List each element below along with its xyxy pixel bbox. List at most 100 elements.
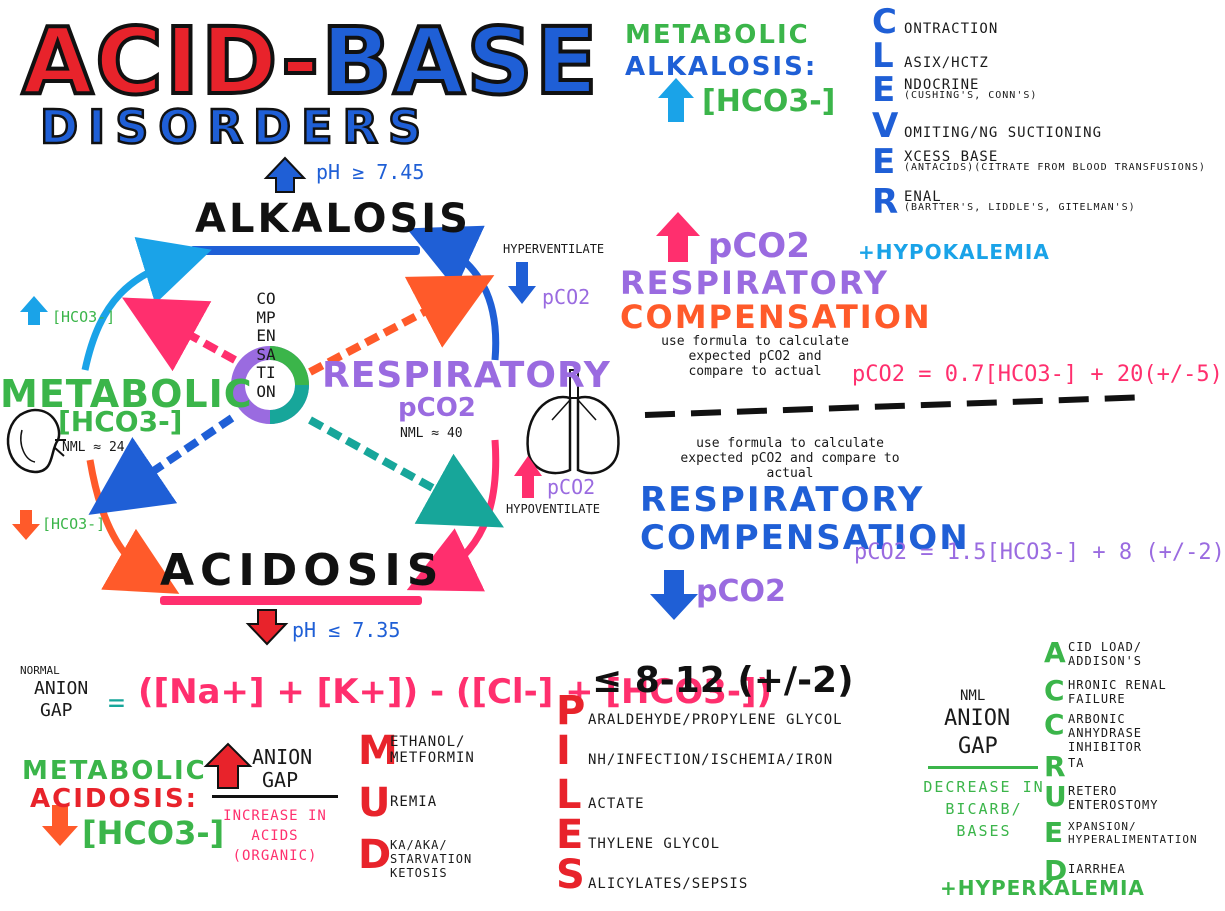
- compensation-vertical-label: COMPENSATION: [256, 289, 276, 401]
- acid-hco3-down-arrow: [42, 805, 78, 846]
- mnemonic-row: DKA/AKA/ STARVATION KETOSIS: [358, 832, 473, 880]
- comp-arrow-downright: [308, 416, 504, 528]
- lungs-icon: [526, 369, 620, 475]
- anion-gap-small-label: NORMAL: [20, 664, 60, 677]
- metabolic-marker: [HCO3-]: [58, 405, 183, 438]
- acid-formula-note: use formula to calculate expected pCO2 a…: [680, 436, 900, 481]
- acidosis-label: ACIDOSIS: [160, 545, 445, 596]
- acid-heading-line2: ACIDOSIS:: [30, 784, 199, 814]
- comp-arrow-upright: [308, 275, 495, 376]
- acid-resp-comp-line1: RESPIRATORY: [640, 480, 925, 520]
- resp-comp-down-arrow: [650, 570, 698, 620]
- increased-gap-line2: GAP: [262, 768, 299, 792]
- pco2-down-label: pCO2: [542, 285, 591, 309]
- hco3-up-label: [HCO3-]: [52, 308, 116, 326]
- anion-gap-line1: ANION: [34, 678, 89, 699]
- alk-hco3-up-arrow: [658, 78, 694, 122]
- metabolic-to-alkalosis-arrow: [81, 236, 212, 371]
- ph-low-label: pH ≤ 7.35: [292, 618, 401, 642]
- anion-gap-value: ≤ 8-12 (+/-2): [592, 660, 854, 701]
- anion-gap-underline: [212, 795, 338, 798]
- metabolic-label: METABOLIC: [0, 372, 253, 416]
- mnemonic-row: DIARRHEA: [1044, 854, 1126, 887]
- mud-mnemonic: METHANOL/ METFORMIN UREMIA DKA/AKA/ STAR…: [358, 728, 530, 892]
- alkalosis-label: ALKALOSIS: [195, 196, 471, 242]
- alk-marker: [HCO3-]: [702, 84, 836, 119]
- alk-heading-line2: ALKALOSIS:: [625, 52, 818, 82]
- resp-comp-up-arrow: [656, 212, 700, 262]
- comp-arrow-downleft: [88, 414, 235, 515]
- metabolic-nml: NML ≈ 24: [62, 440, 125, 455]
- hypokalemia-label: +HYPOKALEMIA: [858, 240, 1050, 264]
- alk-formula-note: use formula to calculate expected pCO2 a…: [661, 334, 849, 379]
- nml-gap-underline: [928, 766, 1038, 769]
- anion-gap-formula: ([Na+] + [K+]) - ([Cl-] + [HCO3-]): [138, 672, 773, 712]
- nml-gap-line3: GAP: [958, 734, 998, 759]
- mnemonic-row: URETERO ENTEROSTOMY: [1044, 780, 1159, 813]
- pco2-down-small-arrow: [508, 262, 536, 304]
- anion-gap-line2: GAP: [40, 700, 73, 721]
- hco3-down-arrow: [12, 510, 40, 540]
- increase-note: INCREASE IN ACIDS (ORGANIC): [223, 808, 327, 864]
- title-dash: -: [279, 6, 322, 117]
- acid-formula: pCO2 = 1.5[HCO3-] + 8 (+/-2): [854, 540, 1225, 565]
- anion-gap-up-arrow: [203, 742, 253, 789]
- respiratory-nml: NML ≈ 40: [400, 426, 463, 441]
- hco3-up-arrow: [20, 296, 48, 325]
- respiratory-label: RESPIRATORY: [322, 355, 611, 396]
- decrease-note: DECREASE IN BICARB/ BASES: [923, 778, 1045, 840]
- ph-down-arrow: [245, 609, 289, 646]
- acidosis-underline: [160, 596, 422, 605]
- hco3-down-label: [HCO3-]: [42, 515, 106, 533]
- hypoventilate-label: HYPOVENTILATE: [506, 502, 600, 516]
- alk-formula: pCO2 = 0.7[HCO3-] + 20(+/-5): [852, 362, 1223, 387]
- kidney-icon: [6, 408, 66, 474]
- alk-resp-comp-line2: COMPENSATION: [620, 298, 932, 336]
- pco2-up-label: pCO2: [547, 475, 596, 499]
- comp-arrow-upleft: [121, 297, 237, 372]
- pco2-up-small-arrow: [514, 456, 542, 498]
- acid-heading-line1: METABOLIC: [22, 756, 207, 786]
- resp-comp-down-marker: pCO2: [696, 574, 786, 609]
- mnemonic-row: METHANOL/ METFORMIN: [358, 728, 475, 774]
- alk-heading-line1: METABOLIC: [625, 20, 810, 50]
- title: ACID-BASE: [20, 6, 600, 117]
- nml-gap-line2: ANION: [944, 706, 1011, 731]
- hyperkalemia-label: +HYPERKALEMIA: [940, 876, 1145, 900]
- diagram-graphics: [6, 78, 1151, 846]
- increased-gap-line1: ANION: [252, 745, 313, 769]
- respiratory-marker: pCO2: [398, 393, 476, 423]
- mnemonic-row: UREMIA: [358, 780, 438, 826]
- title-base: BASE: [319, 6, 600, 117]
- resp-comp-up-marker: pCO2: [708, 226, 810, 266]
- hyperventilate-label: HYPERVENTILATE: [503, 242, 605, 256]
- acid-marker: [HCO3-]: [82, 814, 225, 852]
- acid-resp-comp-line2: COMPENSATION: [640, 518, 970, 558]
- ph-high-label: pH ≥ 7.45: [316, 160, 425, 184]
- anion-gap-equals: =: [108, 686, 125, 719]
- title-subtitle: DISORDERS: [39, 99, 432, 156]
- alk-resp-comp-line1: RESPIRATORY: [620, 264, 889, 302]
- panel-divider: [644, 394, 1151, 418]
- ph-up-arrow: [263, 156, 307, 193]
- nml-gap-line1: NML: [960, 688, 986, 704]
